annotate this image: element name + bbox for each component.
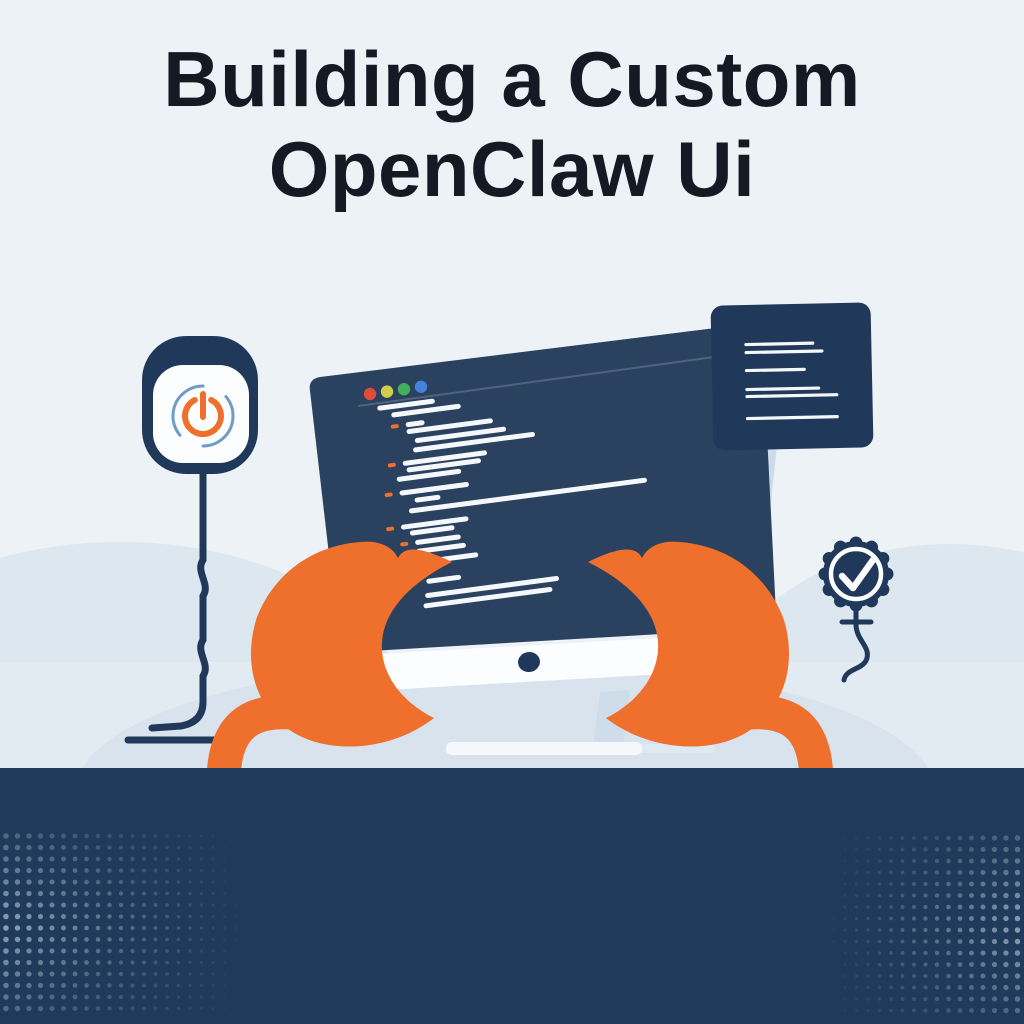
titlebar-separator: [357, 351, 751, 407]
power-switch: [124, 336, 258, 744]
code-lines: [377, 398, 647, 609]
camera-dot-icon: [518, 651, 540, 673]
power-icon: [182, 391, 224, 437]
crab-claw-right: [588, 541, 833, 787]
note-lines: [744, 341, 839, 421]
traffic-lights: [363, 380, 428, 401]
claw-shape: [250, 541, 452, 747]
checkmark: [838, 556, 877, 592]
page-title: Building a Custom OpenClaw Ui: [0, 34, 1024, 215]
footer-band: [0, 768, 1024, 1024]
check-badge-icon: [818, 536, 894, 683]
monitor-stand: [592, 690, 630, 754]
claw-shape: [588, 541, 790, 747]
crab-claw-left: [207, 541, 452, 787]
halftone-dots: [3, 833, 1021, 1014]
note-card: [710, 302, 874, 451]
monitor-base: [446, 742, 642, 755]
title-line-2: OpenClaw Ui: [268, 125, 756, 214]
power-cable: [148, 470, 209, 732]
progress-arc: [171, 384, 235, 448]
title-line-1: Building a Custom: [163, 35, 861, 123]
